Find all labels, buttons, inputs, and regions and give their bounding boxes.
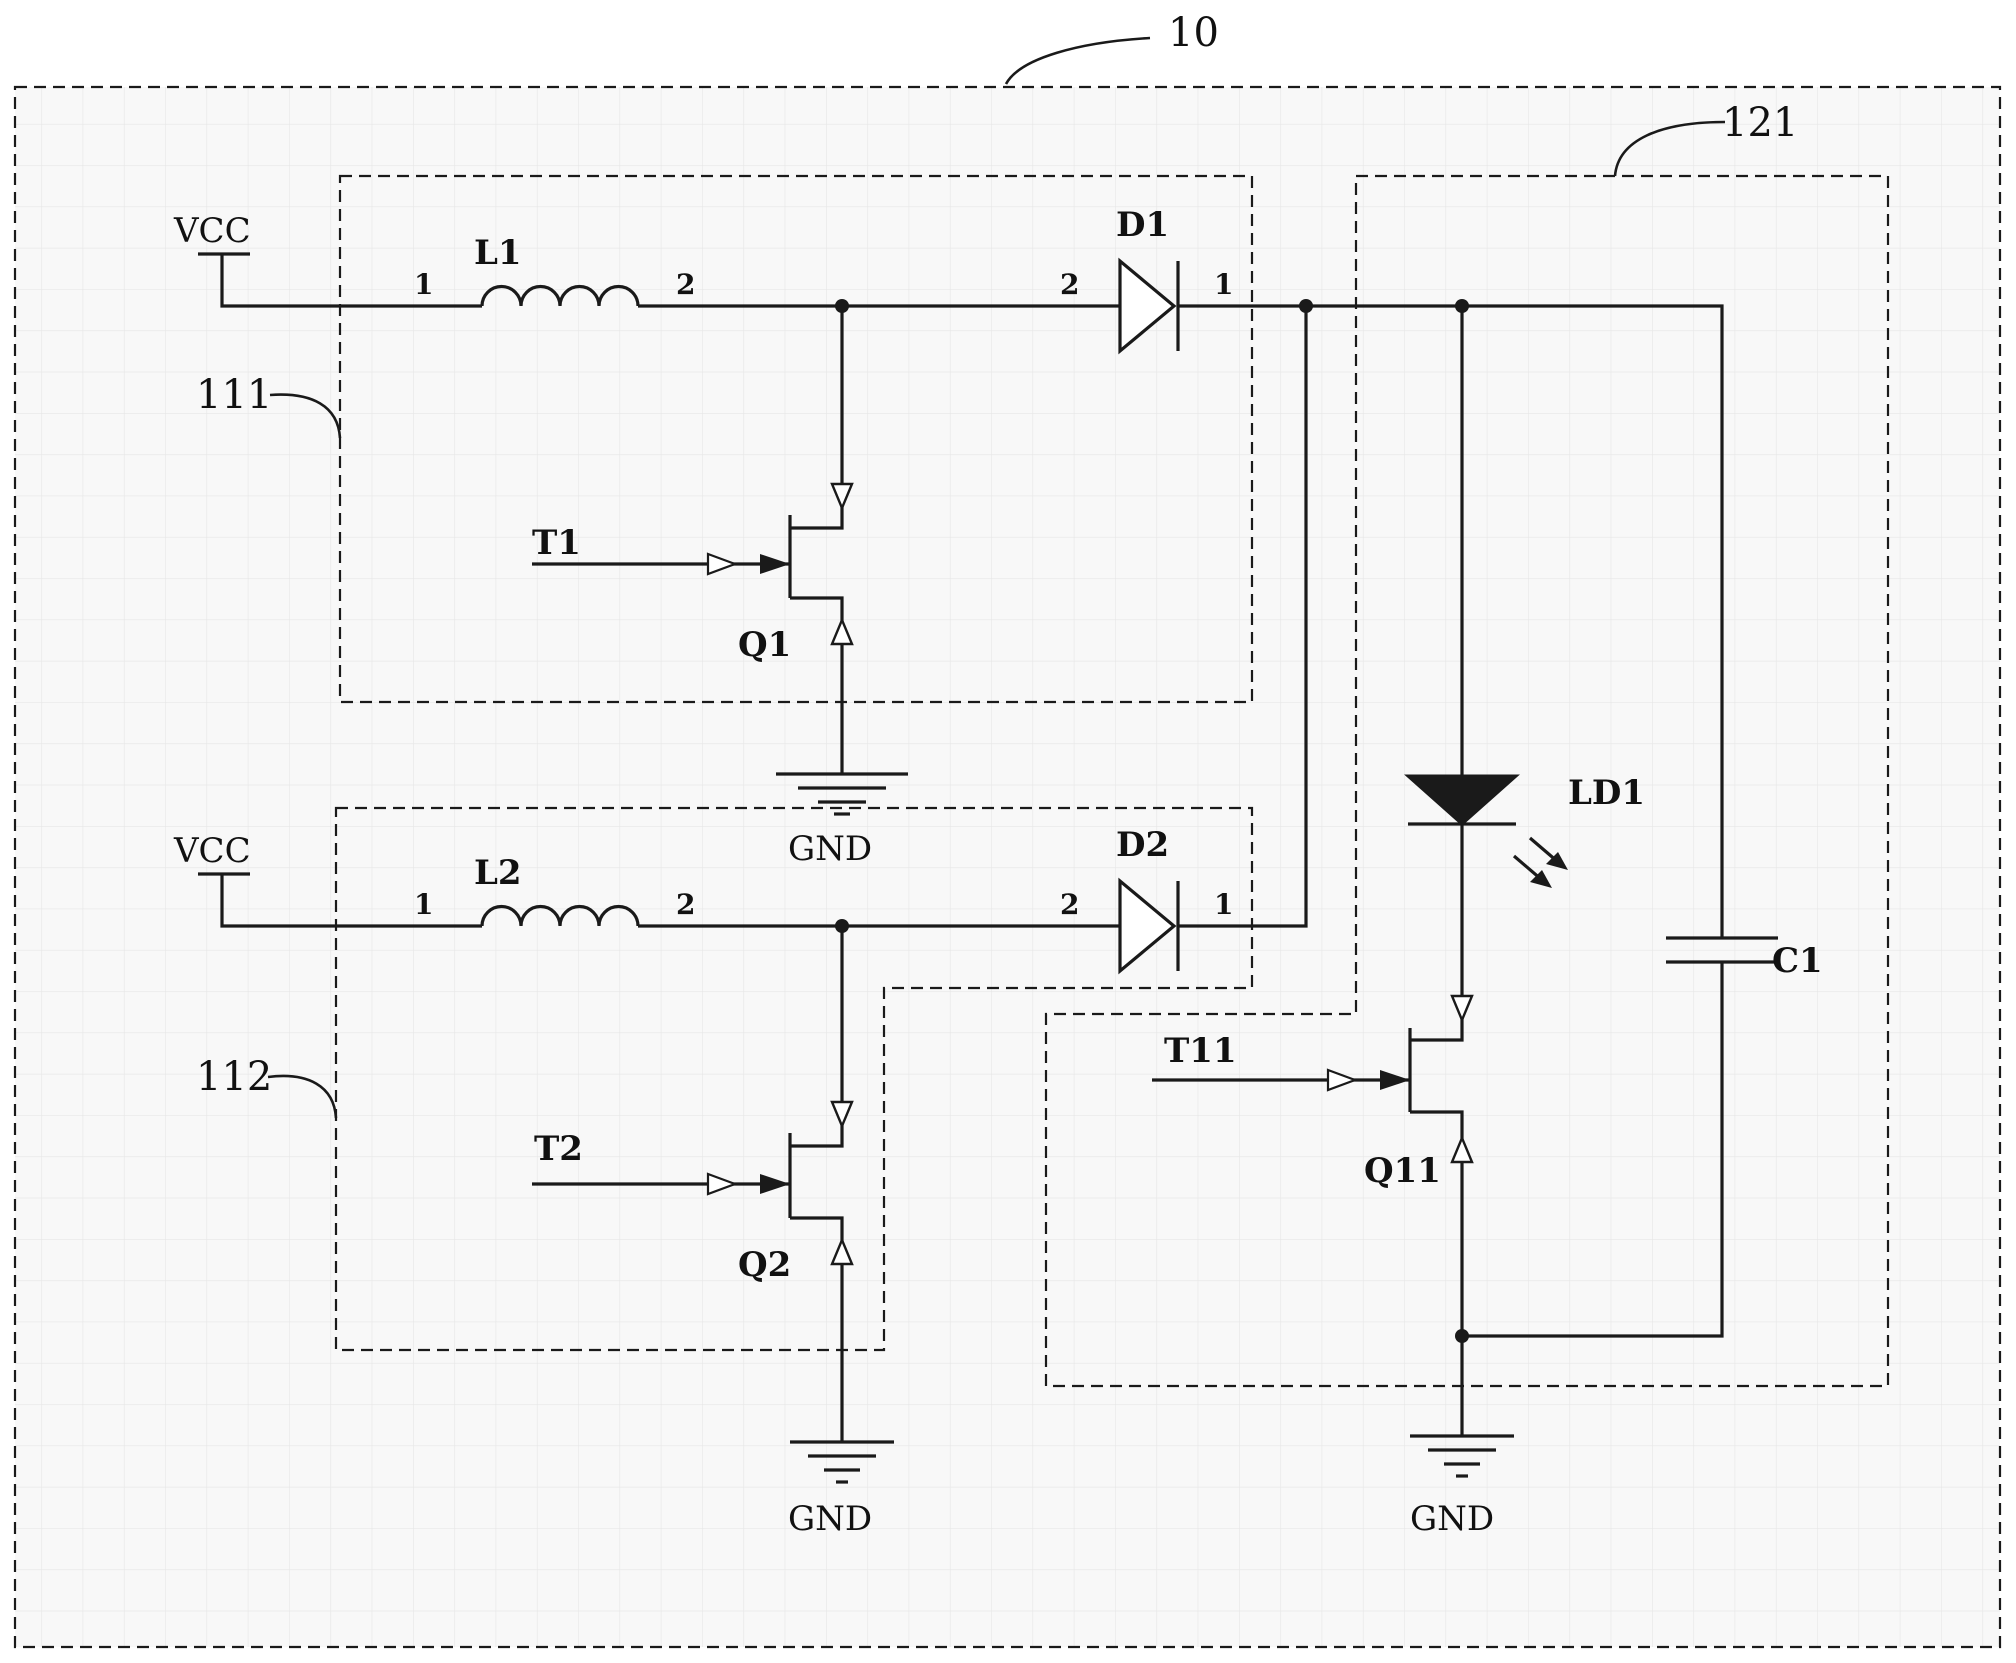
- label-d1-pin2: 2: [1060, 268, 1079, 301]
- label-emitter-block: 121: [1722, 100, 1798, 146]
- leader-10: [1006, 38, 1150, 84]
- label-gnd3: GND: [1410, 1499, 1494, 1539]
- label-boost-block-2: 112: [196, 1054, 272, 1100]
- label-boost-block-1: 111: [196, 372, 272, 418]
- label-t1: T1: [532, 523, 581, 563]
- junction-ground-return: [1455, 1329, 1469, 1343]
- label-d2-pin2: 2: [1060, 888, 1079, 921]
- label-l2-pin1: 1: [414, 888, 433, 921]
- label-l1-pin2: 2: [676, 268, 695, 301]
- label-vcc1: VCC: [173, 211, 251, 251]
- label-t2: T2: [534, 1129, 583, 1169]
- label-q11: Q11: [1364, 1151, 1441, 1191]
- label-gnd2: GND: [788, 1499, 872, 1539]
- label-l2: L2: [474, 853, 522, 893]
- label-t11: T11: [1164, 1031, 1237, 1071]
- label-d1: D1: [1116, 205, 1169, 245]
- label-d1-pin1: 1: [1214, 268, 1233, 301]
- label-q2: Q2: [738, 1245, 791, 1285]
- label-d2-pin1: 1: [1214, 888, 1233, 921]
- label-l1: L1: [474, 233, 522, 273]
- label-l2-pin2: 2: [676, 888, 695, 921]
- label-ld1: LD1: [1568, 773, 1645, 813]
- label-gnd1: GND: [788, 829, 872, 869]
- label-l1-pin1: 1: [414, 268, 433, 301]
- label-system: 10: [1168, 10, 1219, 56]
- label-d2: D2: [1116, 825, 1169, 865]
- grid-lines: [15, 87, 2000, 1647]
- label-c1: C1: [1772, 941, 1823, 981]
- label-vcc2: VCC: [173, 831, 251, 871]
- label-q1: Q1: [738, 625, 791, 665]
